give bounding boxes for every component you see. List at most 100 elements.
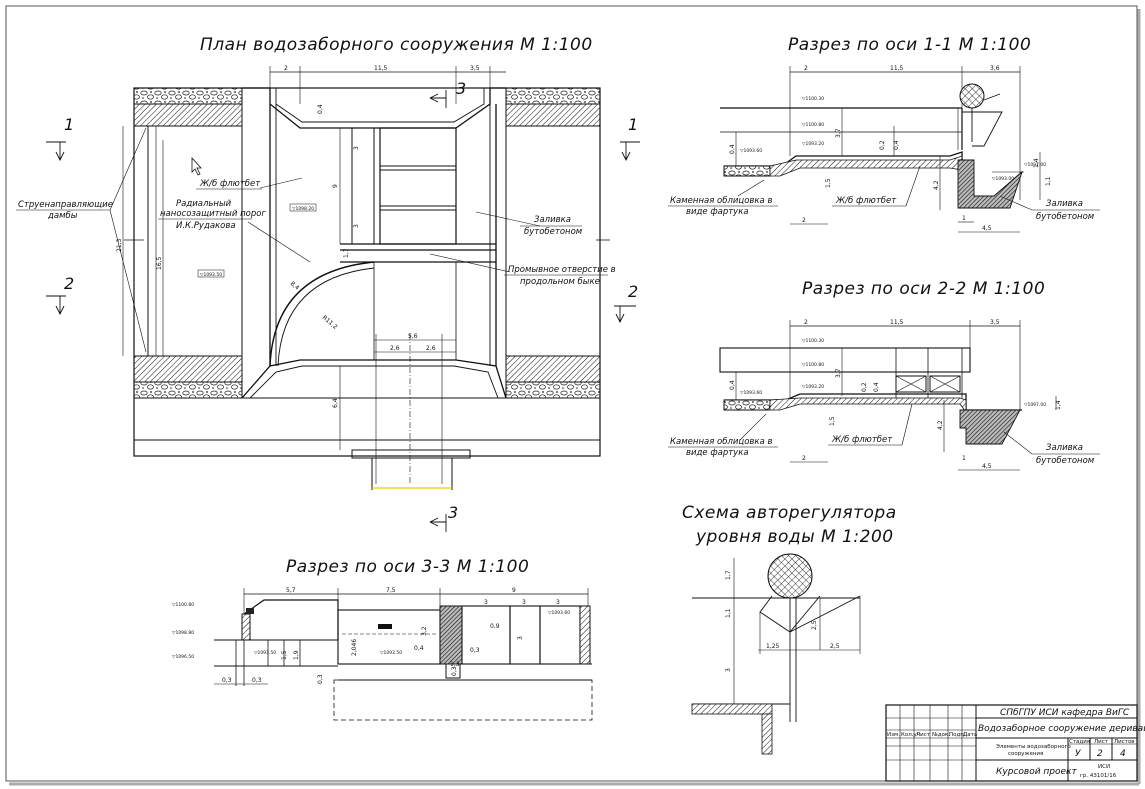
sec11-dim-v14: 1,4	[1033, 158, 1040, 168]
tb-stage: У	[1075, 749, 1081, 759]
tb-col-sheet: Лист	[1094, 739, 1109, 745]
sec11-dim-v11: 1,1	[1045, 176, 1052, 186]
tb-row-doc: №док.	[932, 732, 950, 738]
sec11-regulator-float	[959, 83, 985, 109]
sec33-dim-3: 3	[517, 636, 524, 640]
scheme-dim-11: 1,1	[725, 608, 732, 618]
scheme-title-2: уровня воды М 1:200	[695, 527, 894, 547]
plan-dim-9: 9	[332, 184, 339, 188]
sec11-label-facing-1: Каменная облицовка в	[670, 196, 772, 206]
sec22-dim-t1: 2	[804, 319, 808, 326]
tb-project: Водозаборное сооружение деривационной ГЭ…	[978, 724, 1145, 734]
plan-elev-2: ▽1093.50	[200, 272, 222, 278]
plan-dim-3a: 3	[353, 146, 360, 150]
sec11-dim-v42: 4,2	[933, 180, 940, 190]
plan-dim-17: 1,7	[343, 248, 350, 258]
sec22-dim-v15: 1,5	[829, 416, 836, 426]
plan-dim-84: 8,4	[289, 280, 301, 292]
sec11-rubble-fill	[957, 159, 1023, 209]
sec22-dim-t2: 11,5	[890, 319, 904, 326]
section-3-3: Разрез по оси 3-3 М 1:100 5,7 7,5 9	[172, 557, 593, 721]
sec33-dim-s3c: 3	[556, 599, 560, 606]
sec33-dim-03a: 0,3	[222, 677, 232, 684]
sec22-rubble-fill	[959, 409, 1021, 445]
sec11-dim-v02: 0,2	[879, 140, 886, 150]
sec22-elev-3: ▽1093.20	[802, 384, 824, 390]
sec22-deck	[719, 347, 971, 373]
plan-label-flush-2: продольном быке	[520, 277, 600, 287]
sec33-dim-t3: 9	[512, 587, 516, 594]
plan-label-fill-1: Заливка	[534, 215, 571, 225]
plan-hatch-top-left	[133, 103, 243, 127]
plan-dim-213: 21,3	[116, 238, 123, 252]
sec22-elev-1: ▽1100.30	[802, 338, 824, 344]
plan-mark-2-right-arrow	[614, 305, 636, 324]
sec22-concrete	[769, 397, 967, 414]
scheme-float	[767, 553, 813, 599]
sec22-dim-b1: 2	[802, 455, 806, 462]
plan-dim-64: 6,4	[332, 398, 339, 408]
tb-group-1: ИСИ	[1098, 764, 1110, 770]
plan-hatch-bottom-right	[505, 355, 601, 383]
title-block: Изм. Кол.уч. Лист №док. Подп. Дата СПбГП…	[885, 704, 1145, 782]
sec22-dim-v42: 4,2	[937, 420, 944, 430]
sec33-dim-09: 0,9	[490, 623, 500, 630]
tb-group-2: гр. 43101/16	[1080, 773, 1117, 779]
scheme-dim-3: 3	[725, 668, 732, 672]
plan-title: План водозаборного сооружения М 1:100	[200, 35, 593, 55]
plan-label-dams-1: Струенаправляющие	[18, 200, 113, 210]
sec22-dim-b2: 4,5	[982, 463, 992, 470]
sec33-title: Разрез по оси 3-3 М 1:100	[286, 557, 529, 577]
sec33-dim-13: 1,3	[450, 661, 460, 668]
sec11-regulator-rod	[983, 93, 1001, 101]
plan-dim-56: 5,6	[408, 333, 418, 340]
sec33-left-gate	[241, 613, 251, 641]
sec33-foundation	[333, 679, 593, 721]
sec33-elev-4: ▽1093.50	[254, 650, 276, 656]
sec33-elev-3: ▽1096.50	[172, 654, 194, 660]
sec22-dim-t3: 3,5	[990, 319, 1000, 326]
section-1-1: Разрез по оси 1-1 М 1:100 2 11,5 3,6 0,4	[668, 35, 1100, 233]
plan-mark-2-left: 2	[64, 274, 74, 293]
tb-org: СПбГПУ ИСИ кафедра ВиГС	[1000, 708, 1130, 718]
sec22-label-flume: Ж/б флютбет	[831, 435, 893, 445]
scheme-slab-hatch	[691, 703, 773, 715]
plan-dim-26a: 2,6	[390, 345, 400, 352]
sec22-label-facing-1: Каменная облицовка в	[670, 437, 772, 447]
plan-radial-sill	[269, 261, 375, 367]
sec33-dim-19: 1,9	[293, 650, 300, 660]
sec22-gate-box-2-x	[929, 375, 961, 393]
tb-sheet-name-1: Элементы водозаборного	[996, 744, 1071, 750]
sec11-dim-t3: 3,6	[990, 65, 1000, 72]
plan-dams-leader	[109, 127, 147, 353]
sec11-dim-v15: 1,5	[825, 178, 832, 188]
sec11-dim-b2: 4,5	[982, 225, 992, 232]
sec33-elev-6: ▽1093.60	[548, 610, 570, 616]
sec33-dim-s3b: 3	[522, 599, 526, 606]
plan-inlet-walls	[242, 87, 506, 129]
sec22-dim-v14: 1,4	[1055, 400, 1062, 410]
plan-inlet-inner	[275, 88, 485, 123]
sec33-right-pier-hatch	[439, 605, 463, 665]
plan-rubble-top-left	[133, 87, 243, 105]
scheme-dim-17: 1,7	[725, 570, 732, 580]
plan-hatch-bottom-left	[133, 355, 243, 383]
plan-label-flume: Ж/б флютбет	[199, 179, 261, 189]
sec22-elev-4: ▽1093.60	[740, 390, 762, 396]
sec11-label-fill-2: бутобетоном	[1036, 212, 1095, 222]
sec33-dim-32: 3,2	[421, 626, 428, 636]
plan-outlet-inner	[249, 365, 499, 399]
sec11-fill-leader	[999, 195, 1033, 211]
sec33-dim-03b: 0,3	[252, 677, 262, 684]
sec11-facing-leader	[737, 179, 765, 197]
plan-mark-1-right: 1	[628, 115, 638, 134]
plan-mark-2-right: 2	[628, 282, 638, 301]
plan-elev-box-1	[289, 203, 317, 212]
sec22-dim-v37: 3,7	[835, 368, 842, 378]
sec11-regulator-arm	[962, 108, 1003, 147]
sec22-gate-box-2	[929, 375, 961, 393]
plan-label-sill-2: наносозащитный порог	[160, 209, 266, 219]
plan-flush-leader	[429, 253, 511, 273]
plan-elev-1: ▽1098.20	[292, 206, 314, 212]
plan-fill-leader	[475, 211, 541, 227]
